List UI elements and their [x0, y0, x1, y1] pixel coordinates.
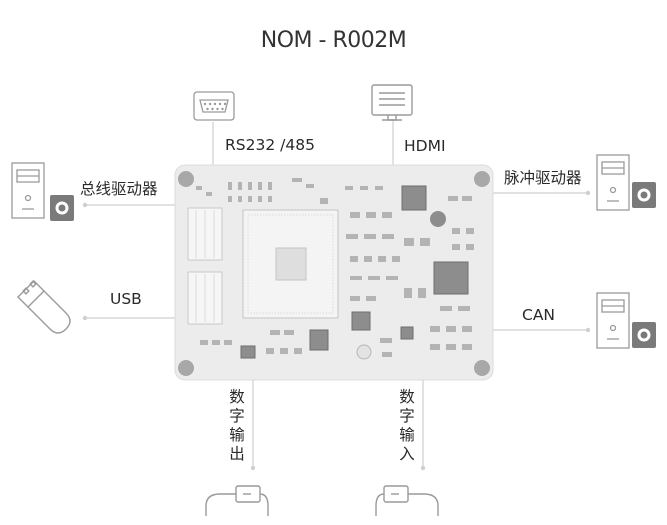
connector-dots	[82, 190, 591, 471]
usb-drive-icon	[17, 280, 71, 334]
usb-label: USB	[110, 290, 142, 308]
computer-tower-icon-left	[11, 162, 74, 221]
serial-port-icon	[193, 91, 235, 121]
hdmi-label: HDMI	[404, 137, 446, 155]
computer-tower-icon-right-bottom	[596, 292, 656, 349]
computer-tower-icon-right-top	[596, 154, 656, 211]
digital-out-label: 数字输出	[229, 388, 245, 463]
plug-connector-icon-right	[375, 485, 439, 516]
can-label: CAN	[522, 306, 556, 324]
digital-in-label: 数字输入	[399, 388, 415, 463]
pulse-driver-label: 脉冲驱动器	[504, 169, 582, 187]
monitor-icon	[371, 84, 413, 121]
connector-lines	[85, 120, 588, 468]
diagram-title: NOM - R002M	[260, 28, 407, 53]
rs232-label: RS232 /485	[225, 136, 315, 154]
circuit-board	[174, 164, 494, 381]
plug-connector-icon-left	[205, 485, 269, 516]
bus-driver-label: 总线驱动器	[80, 180, 158, 198]
